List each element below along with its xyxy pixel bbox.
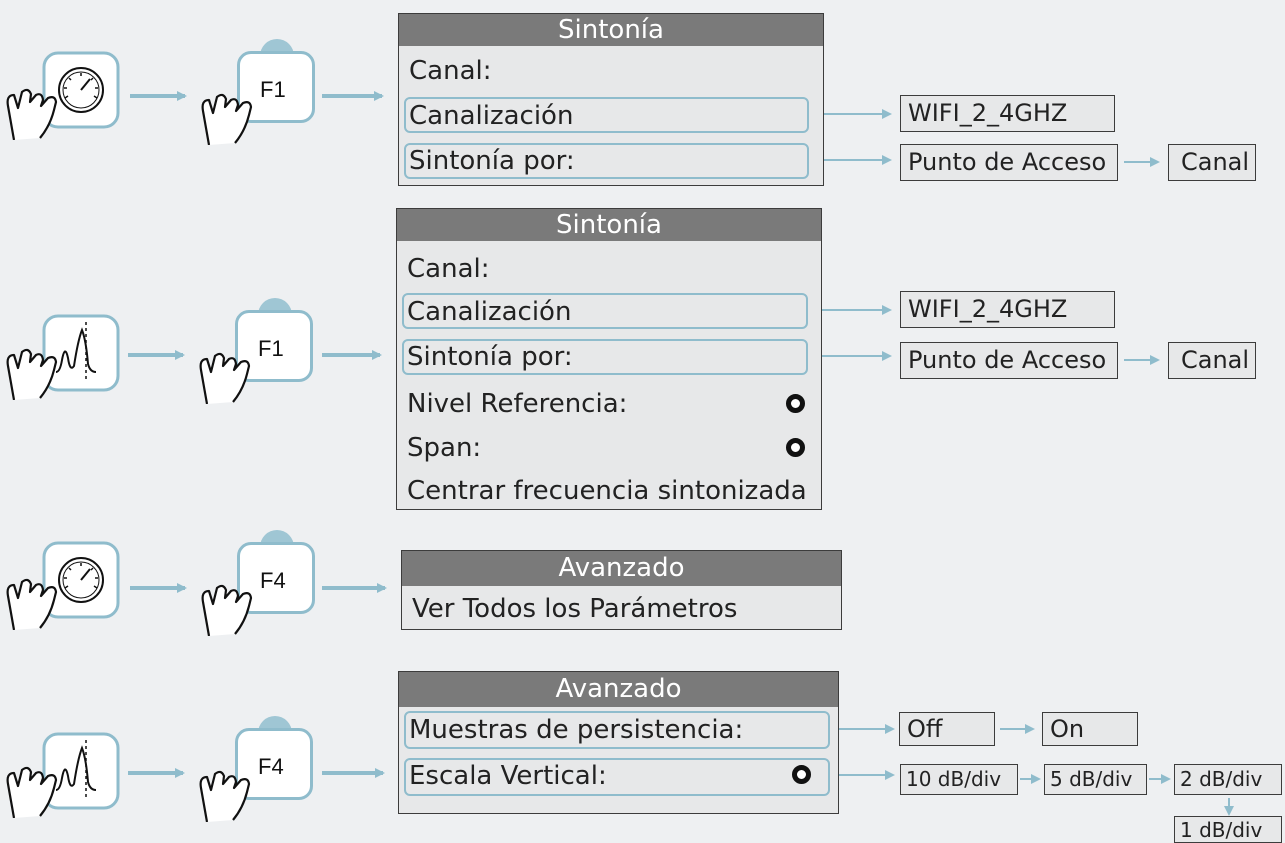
- avanzado-menu-1: Avanzado Ver Todos los Parámetros: [401, 550, 842, 630]
- hand-icon: [199, 770, 251, 822]
- highlight-canalizacion: [402, 293, 808, 329]
- option-5-db-div[interactable]: 5 dB/div: [1044, 764, 1147, 795]
- option-punto-de-acceso[interactable]: Punto de Acceso: [900, 342, 1118, 379]
- f4-key[interactable]: F4: [193, 712, 318, 822]
- menu-item-canalizacion[interactable]: Canalización: [407, 297, 572, 327]
- radio-nivel-referencia[interactable]: [786, 394, 805, 413]
- f1-key[interactable]: F1: [195, 35, 320, 145]
- spectrum-icon: [6, 314, 120, 401]
- gauge-icon: [6, 51, 120, 141]
- spectrum-icon: [6, 732, 120, 819]
- hand-icon: [199, 352, 251, 404]
- hand-gauge-key[interactable]: [0, 40, 125, 141]
- option-wifi-2-4ghz[interactable]: WIFI_2_4GHZ: [900, 291, 1115, 328]
- option-off[interactable]: Off: [899, 712, 995, 746]
- menu-item-span[interactable]: Span:: [407, 433, 482, 463]
- menu-title: Sintonía: [397, 209, 821, 241]
- menu-item-canalizacion[interactable]: Canalización: [409, 101, 574, 131]
- option-on[interactable]: On: [1042, 712, 1138, 746]
- radio-span[interactable]: [786, 438, 805, 457]
- menu-item-canal[interactable]: Canal:: [407, 254, 490, 284]
- avanzado-menu-2: Avanzado Muestras de persistencia: Escal…: [398, 671, 839, 814]
- f4-label: F4: [258, 754, 284, 779]
- option-punto-de-acceso[interactable]: Punto de Acceso: [900, 144, 1118, 181]
- hand-spectrum-key[interactable]: [0, 718, 125, 819]
- highlight-canalizacion: [404, 97, 809, 133]
- radio-escala-vertical[interactable]: [792, 765, 811, 784]
- menu-item-muestras-persistencia[interactable]: Muestras de persistencia:: [409, 715, 744, 745]
- menu-title: Avanzado: [402, 551, 841, 586]
- f1-key[interactable]: F1: [193, 294, 318, 404]
- highlight-sintonia-por: [404, 143, 809, 179]
- sintonia-menu-1: Sintonía Canal: Canalización Sintonía po…: [398, 13, 824, 186]
- option-canal[interactable]: Canal: [1168, 342, 1256, 379]
- menu-title: Avanzado: [399, 672, 838, 707]
- gauge-icon: [6, 541, 120, 631]
- hand-icon: [201, 584, 253, 636]
- option-canal[interactable]: Canal: [1168, 144, 1256, 181]
- sintonia-menu-2: Sintonía Canal: Canalización Sintonía po…: [396, 208, 822, 510]
- option-2-db-div[interactable]: 2 dB/div: [1174, 764, 1282, 795]
- option-10-db-div[interactable]: 10 dB/div: [900, 764, 1018, 795]
- menu-item-sintonia-por[interactable]: Sintonía por:: [407, 342, 573, 372]
- option-wifi-2-4ghz[interactable]: WIFI_2_4GHZ: [900, 95, 1115, 132]
- f4-key[interactable]: F4: [195, 526, 320, 636]
- menu-title: Sintonía: [399, 14, 823, 46]
- highlight-escala: [404, 758, 830, 796]
- menu-item-escala-vertical[interactable]: Escala Vertical:: [409, 761, 607, 791]
- highlight-sintonia-por: [402, 339, 808, 375]
- option-1-db-div[interactable]: 1 dB/div: [1174, 816, 1282, 843]
- menu-item-nivel-referencia[interactable]: Nivel Referencia:: [407, 389, 628, 419]
- menu-item-centrar-frecuencia[interactable]: Centrar frecuencia sintonizada: [407, 476, 807, 506]
- menu-item-ver-todos[interactable]: Ver Todos los Parámetros: [412, 594, 738, 624]
- hand-gauge-key[interactable]: [0, 530, 125, 631]
- menu-item-sintonia-por[interactable]: Sintonía por:: [409, 146, 575, 176]
- menu-item-canal[interactable]: Canal:: [409, 56, 492, 86]
- f4-label: F4: [260, 568, 286, 593]
- hand-icon: [201, 93, 253, 145]
- f1-label: F1: [258, 336, 284, 361]
- hand-spectrum-key[interactable]: [0, 300, 125, 401]
- f1-label: F1: [260, 77, 286, 102]
- highlight-muestras: [404, 711, 830, 749]
